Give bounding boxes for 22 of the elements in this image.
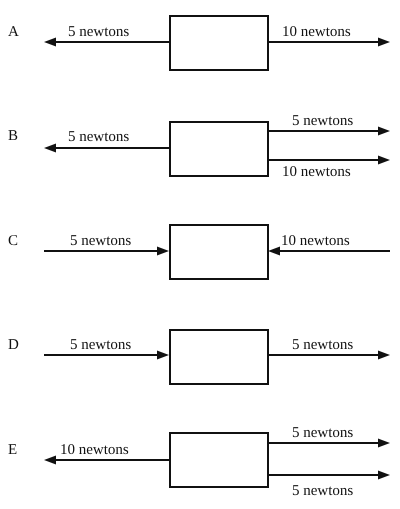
force-label: 5 newtons bbox=[292, 337, 354, 354]
force-label: 10 newtons bbox=[282, 164, 351, 181]
object-box bbox=[169, 224, 269, 280]
force-label: 10 newtons bbox=[282, 24, 351, 41]
force-label: 5 newtons bbox=[292, 425, 354, 442]
force-label: 5 newtons bbox=[68, 24, 130, 41]
object-box bbox=[169, 329, 269, 385]
option-letter: E bbox=[8, 442, 18, 459]
force-label: 5 newtons bbox=[292, 483, 354, 500]
force-label: 5 newtons bbox=[292, 113, 354, 130]
object-box bbox=[169, 121, 269, 177]
option-letter: A bbox=[8, 24, 19, 41]
option-letter: C bbox=[8, 233, 18, 250]
object-box bbox=[169, 432, 269, 488]
object-box bbox=[169, 15, 269, 71]
force-label: 5 newtons bbox=[70, 337, 132, 354]
force-label: 10 newtons bbox=[60, 442, 129, 459]
option-letter: D bbox=[8, 337, 19, 354]
option-letter: B bbox=[8, 128, 18, 145]
force-label: 5 newtons bbox=[68, 129, 130, 146]
force-label: 5 newtons bbox=[70, 233, 132, 250]
force-label: 10 newtons bbox=[281, 233, 350, 250]
